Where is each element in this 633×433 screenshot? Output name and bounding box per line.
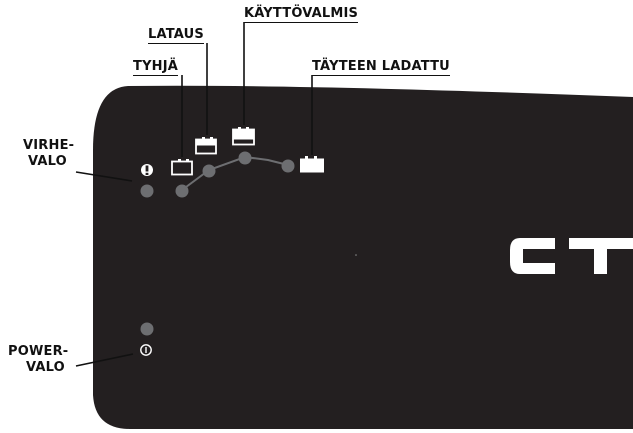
error-led	[140, 184, 154, 198]
battery-icon-tyhja	[171, 159, 193, 176]
led-kayttovalmis	[238, 151, 252, 165]
power-led	[140, 322, 154, 336]
leader-lines	[75, 22, 313, 367]
led-lataus	[202, 164, 216, 178]
label-power-line1: POWER-	[8, 344, 69, 359]
speck	[355, 254, 357, 256]
battery-icon-kayttovalmis	[232, 127, 255, 146]
label-kayttovalmis: KÄYTTÖVALMIS	[244, 6, 359, 23]
exclamation-circle-icon	[141, 164, 153, 176]
led-tayteen	[281, 159, 295, 173]
ctek-logo	[510, 238, 633, 274]
label-tayteen-ladattu: TÄYTEEN LADATTU	[312, 59, 450, 76]
label-virhe-line2: VALO	[28, 154, 67, 169]
label-virhe-line1: VIRHE-	[23, 138, 75, 153]
label-lataus: LATAUS	[148, 27, 204, 44]
label-tyhja: TYHJÄ	[133, 59, 179, 76]
battery-icon-tayteen	[300, 156, 324, 173]
power-icon	[140, 344, 152, 356]
led-tyhja	[175, 184, 189, 198]
label-power-line2: VALO	[26, 360, 65, 375]
battery-icon-lataus	[195, 137, 217, 155]
charger-body	[93, 85, 633, 429]
